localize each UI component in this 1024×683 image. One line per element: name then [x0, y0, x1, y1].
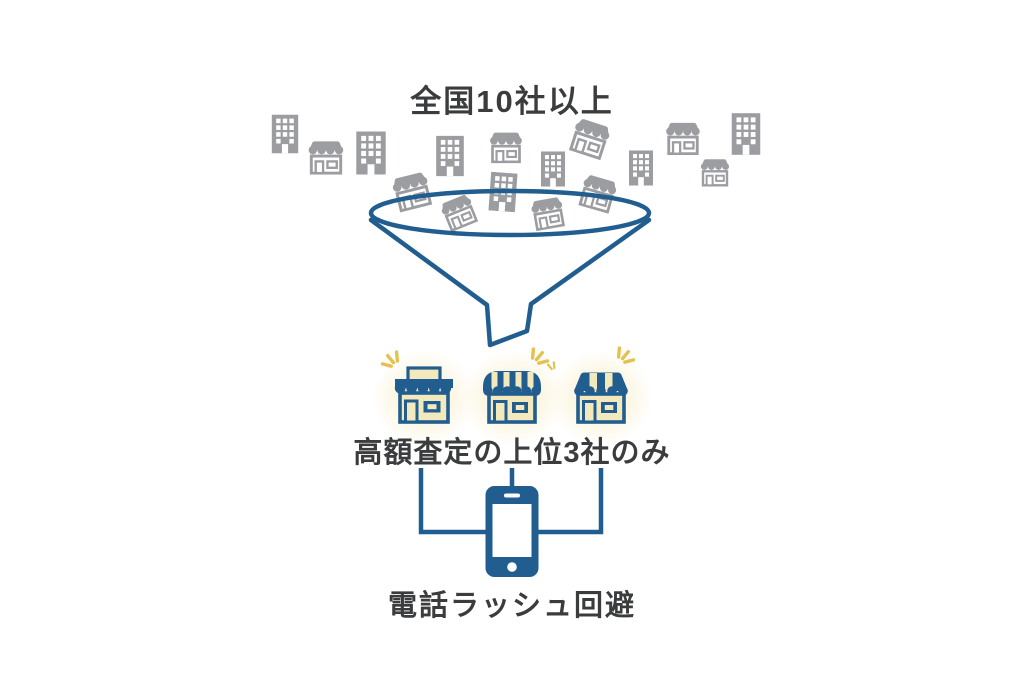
small-shop-icon: [531, 197, 565, 232]
office-building-icon: [541, 151, 565, 187]
small-shop-icon: [568, 119, 610, 161]
small-shop-icon: [666, 122, 700, 156]
office-building-icon: [436, 135, 464, 177]
office-building-icon: [271, 114, 299, 154]
small-shop-icon: [308, 141, 344, 175]
office-building-icon: [356, 131, 386, 175]
sparkle-icon: [530, 347, 550, 365]
small-shop-icon: [490, 132, 522, 164]
middle-label: 高額査定の上位3社のみ: [353, 437, 671, 469]
small-shop-icon: [700, 159, 730, 187]
store-icon: [483, 371, 541, 424]
sparkle-icon: [546, 361, 556, 371]
sparkle-icon: [380, 350, 400, 368]
sparkle-icon: [616, 346, 636, 364]
office-building-icon: [731, 113, 761, 155]
store-icon: [574, 372, 628, 424]
funnel-icon: [368, 188, 652, 348]
store-icon: [394, 366, 453, 424]
bottom-label: 電話ラッシュ回避: [387, 590, 636, 622]
office-building-icon: [629, 150, 653, 186]
top-label: 全国10社以上: [410, 84, 614, 119]
small-shop-icon: [441, 195, 479, 233]
smartphone-icon: [485, 486, 539, 577]
